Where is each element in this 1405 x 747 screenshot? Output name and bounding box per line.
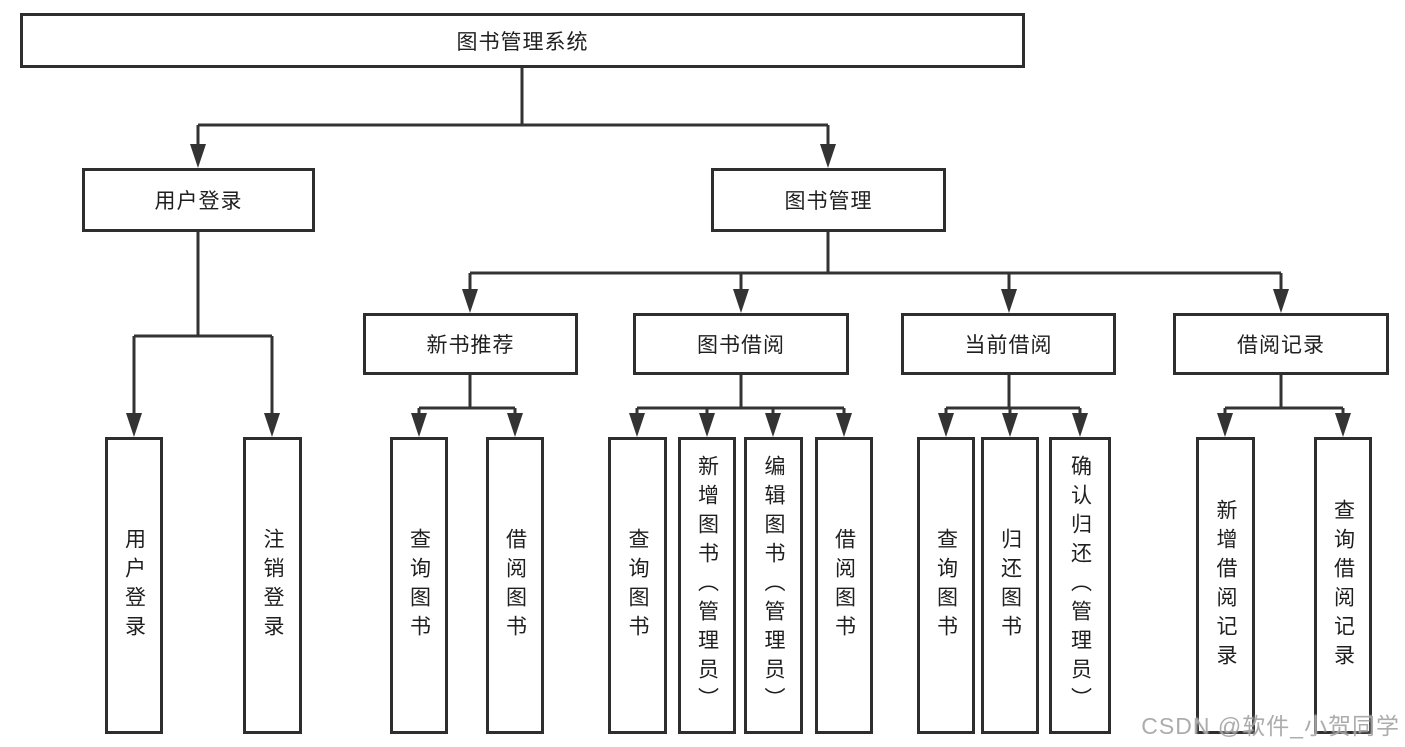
leaf-user-login-label: 用户登录 [122,527,146,644]
arrow-down-icon [1001,289,1017,313]
node-current-borrow-label: 当前借阅 [964,334,1053,357]
leaf-user-login: 用户登录 [105,437,163,734]
leaf-newbook-borrow-label: 借阅图书 [503,527,527,644]
node-book-borrow: 图书借阅 [633,313,849,375]
arrow-down-icon [699,413,715,437]
level3-to-leaves-connector [417,375,1345,415]
arrow-down-icon [1273,289,1289,313]
leaf-current-return: 归还图书 [981,437,1039,734]
leaf-borrow-borrow: 借阅图书 [815,437,873,734]
node-root: 图书管理系统 [20,13,1025,68]
leaf-newbook-query-label: 查询图书 [407,527,431,644]
arrow-down-icon [411,413,427,437]
leaf-newbook-query: 查询图书 [390,437,448,734]
arrow-head-icons [126,144,1351,437]
root-to-level2-connector [196,68,830,145]
node-new-book-recommend: 新书推荐 [363,313,578,375]
arrow-down-icon [1002,413,1018,437]
arrow-down-icon [507,413,523,437]
arrow-down-icon [629,413,645,437]
node-root-label: 图书管理系统 [456,30,589,54]
arrow-down-icon [765,413,781,437]
arrow-down-icon [190,144,206,168]
node-user-login-label: 用户登录 [154,190,243,213]
leaf-logout: 注销登录 [243,437,302,734]
arrow-down-icon [820,144,836,168]
user-login-to-leaves-connector [132,232,274,415]
book-mgmt-to-level3-connector [468,232,1283,291]
arrow-down-icon [1335,413,1351,437]
leaf-current-confirm-admin-label: 确认归还（管理员） [1068,455,1092,716]
leaf-record-add: 新增借阅记录 [1196,437,1255,734]
watermark: CSDN @软件_小贺同学 [1141,713,1400,739]
node-book-management: 图书管理 [711,168,946,232]
leaf-borrow-query-label: 查询图书 [626,527,649,644]
arrow-down-icon [938,413,954,437]
leaf-borrow-query: 查询图书 [608,437,667,734]
arrow-down-icon [1217,413,1233,437]
leaf-logout-label: 注销登录 [261,527,284,644]
arrow-down-icon [126,413,142,437]
leaf-record-query: 查询借阅记录 [1314,437,1372,734]
arrow-down-icon [264,413,280,437]
leaf-record-query-label: 查询借阅记录 [1331,498,1355,673]
leaf-borrow-edit-admin: 编辑图书（管理员） [744,437,803,734]
leaf-current-query: 查询图书 [917,437,975,734]
leaf-record-add-label: 新增借阅记录 [1214,498,1237,673]
node-borrow-records-label: 借阅记录 [1237,334,1325,357]
tree-connector-lines [132,68,1345,415]
node-current-borrow: 当前借阅 [901,313,1116,375]
arrow-down-icon [836,413,852,437]
leaf-borrow-edit-admin-label: 编辑图书（管理员） [762,455,785,716]
leaf-current-return-label: 归还图书 [998,527,1022,644]
node-book-management-label: 图书管理 [784,190,873,213]
arrow-down-icon [1072,413,1088,437]
leaf-current-confirm-admin: 确认归还（管理员） [1049,437,1111,734]
arrow-down-icon [733,289,749,313]
arrow-down-icon [462,289,478,313]
leaf-current-query-label: 查询图书 [934,527,958,644]
node-borrow-records: 借阅记录 [1173,313,1389,375]
node-book-borrow-label: 图书借阅 [697,334,785,357]
node-new-book-recommend-label: 新书推荐 [426,334,515,357]
leaf-borrow-add-admin-label: 新增图书（管理员） [695,455,719,716]
node-user-login: 用户登录 [82,168,315,232]
leaf-borrow-add-admin: 新增图书（管理员） [678,437,736,734]
leaf-newbook-borrow: 借阅图书 [486,437,544,734]
leaf-borrow-borrow-label: 借阅图书 [832,527,856,644]
